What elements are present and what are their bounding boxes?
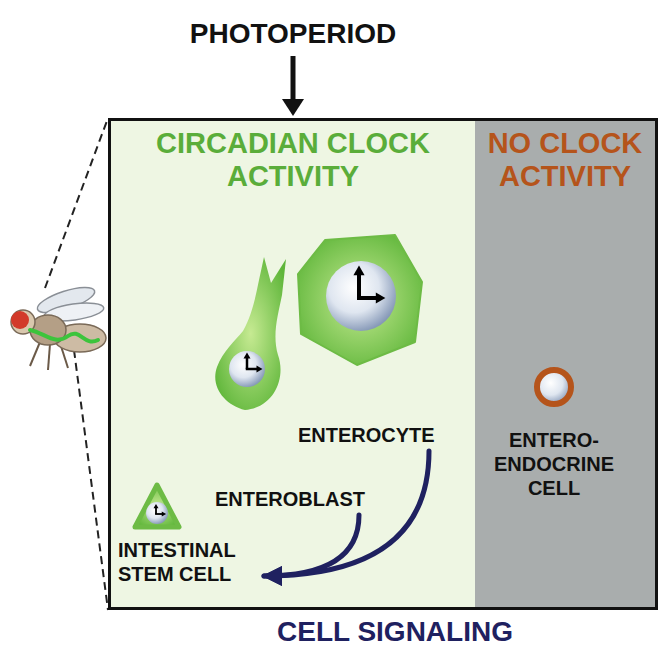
fly-eye bbox=[11, 311, 29, 329]
cell-drawing bbox=[132, 482, 182, 532]
photoperiod-arrow bbox=[282, 56, 304, 116]
input-label: PHOTOPERIOD bbox=[190, 18, 396, 50]
leader-line bbox=[45, 118, 108, 288]
fly-leg bbox=[48, 344, 50, 370]
cell-drawing bbox=[205, 255, 295, 415]
signal-label: CELL SIGNALING bbox=[277, 616, 513, 648]
clock-region: CIRCADIAN CLOCK ACTIVITY ENTEROBLAST ENTER… bbox=[108, 118, 475, 610]
cell-drawing bbox=[295, 232, 425, 367]
enterocyte-cell: ENTEROCYTE bbox=[290, 228, 441, 451]
region-title: NO CLOCK ACTIVITY bbox=[475, 121, 655, 194]
cell-drawing bbox=[531, 364, 577, 410]
cell-label: ENTEROCYTE bbox=[298, 423, 435, 447]
cell-label: INTESTINAL STEM CELL bbox=[118, 538, 258, 586]
enteroendocrine-cell: ENTERO- ENDOCRINE CELL bbox=[484, 360, 630, 504]
arrow-shaft bbox=[291, 56, 296, 102]
signal-arrow bbox=[264, 515, 359, 576]
cell-label: ENTERO- ENDOCRINE CELL bbox=[484, 428, 624, 500]
region-title: CIRCADIAN CLOCK ACTIVITY bbox=[111, 121, 475, 194]
leader-line bbox=[74, 350, 108, 610]
fly bbox=[11, 282, 106, 370]
signal-arrow bbox=[264, 451, 429, 576]
cell-label: ENTEROBLAST bbox=[215, 487, 365, 511]
arrow-head bbox=[282, 99, 304, 116]
fly-leg bbox=[30, 342, 40, 366]
stem-cell: INTESTINAL STEM CELL bbox=[114, 482, 264, 590]
clock-region: NO CLOCK ACTIVITY ENTERO- ENDOCRINE CELL bbox=[475, 118, 658, 610]
fly-gut bbox=[30, 330, 98, 342]
fly-leader-lines bbox=[45, 118, 108, 610]
connector-layer bbox=[111, 121, 475, 607]
